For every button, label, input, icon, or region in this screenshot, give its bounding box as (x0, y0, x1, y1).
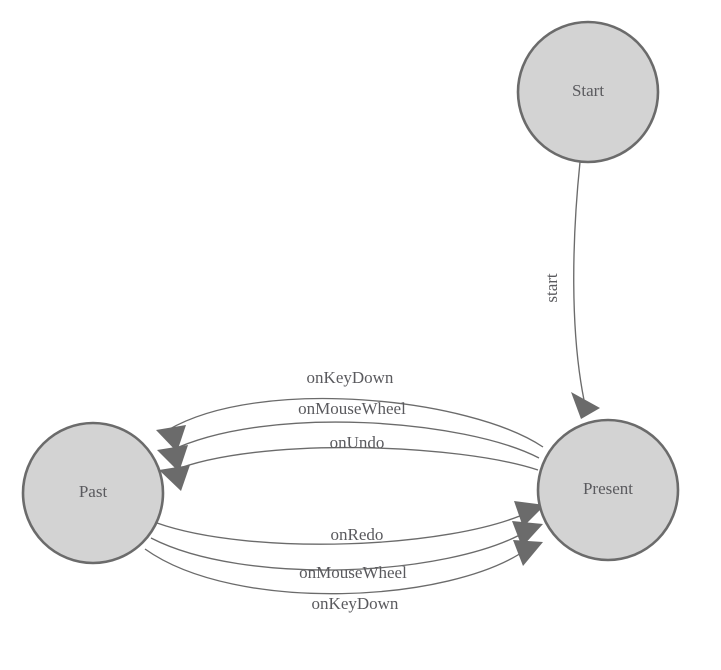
node-start-circle (516, 20, 660, 164)
node-past[interactable]: Past (21, 421, 165, 565)
edge-past-to-present-onredo-arrowhead (514, 501, 545, 527)
edge-past-to-present-onkeydown-path (144, 548, 528, 595)
edge-present-to-past-onmousewheel-path (169, 421, 540, 459)
edge-past-to-present-onkeydown-label: onKeyDown (312, 594, 399, 613)
edge-present-to-past-onkeydown[interactable]: onKeyDown (156, 368, 544, 452)
edge-present-to-past-onkeydown-label: onKeyDown (307, 368, 394, 387)
node-past-label: Past (79, 482, 108, 501)
edge-past-to-present-onkeydown-arrowhead (513, 540, 543, 566)
node-start-label: Start (572, 81, 604, 100)
edge-present-to-past-onmousewheel-label: onMouseWheel (298, 399, 406, 418)
edge-start-to-present-label: start (542, 273, 561, 303)
edge-start-to-present-arrowhead (571, 392, 600, 419)
edge-present-to-past-onmousewheel-arrowhead (157, 445, 188, 472)
edge-past-to-present-onredo[interactable]: onRedo (156, 501, 545, 545)
node-present-label: Present (583, 479, 633, 498)
edge-present-to-past-onundo[interactable]: onUndo (159, 433, 539, 491)
edge-present-to-past-onmousewheel[interactable]: onMouseWheel (157, 399, 540, 472)
edge-present-to-past-onkeydown-path (167, 397, 544, 448)
edge-past-to-present-onredo-path (156, 511, 530, 545)
node-past-circle (21, 421, 165, 565)
node-start[interactable]: Start (516, 20, 660, 164)
edge-start-to-present[interactable]: start (542, 161, 600, 419)
edge-past-to-present-onmousewheel-path (150, 530, 528, 571)
edge-past-to-present-onkeydown[interactable]: onKeyDown (144, 540, 543, 613)
edge-present-to-past-onundo-arrowhead (159, 465, 190, 491)
edge-present-to-past-onundo-path (171, 446, 539, 472)
edge-start-to-present-path (573, 161, 585, 401)
edge-past-to-present-onredo-label: onRedo (331, 525, 384, 544)
edge-past-to-present-onmousewheel-label: onMouseWheel (299, 563, 407, 582)
edge-present-to-past-onundo-label: onUndo (330, 433, 385, 452)
node-present-circle (536, 418, 680, 562)
edge-present-to-past-onkeydown-arrowhead (156, 425, 186, 452)
node-present[interactable]: Present (536, 418, 680, 562)
